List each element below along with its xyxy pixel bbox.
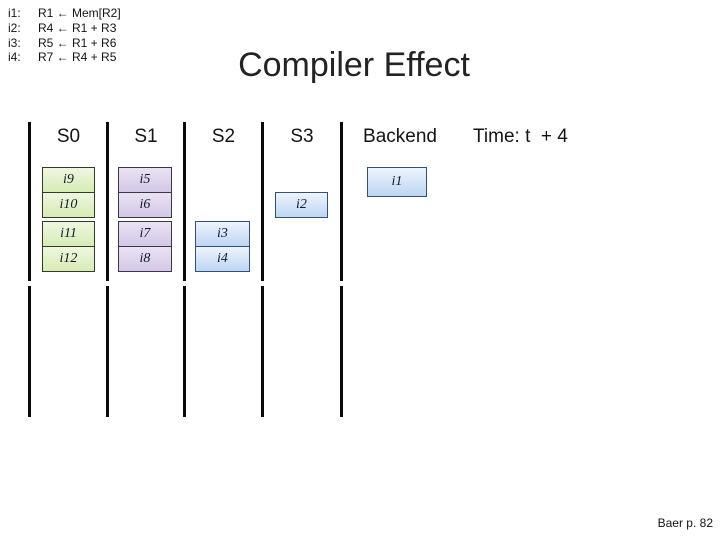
code-line-text: R4 ← R1 + R3 bbox=[38, 20, 117, 35]
instruction-box-i1: i1 bbox=[367, 167, 427, 197]
instruction-box-i11: i11 bbox=[42, 221, 95, 247]
page-reference: Baer p. 82 bbox=[657, 516, 713, 530]
code-line-text: R7 ← R4 + R5 bbox=[38, 50, 117, 65]
instruction-box-i5: i5 bbox=[118, 167, 172, 193]
instruction-box-i12: i12 bbox=[42, 246, 95, 272]
code-line-text: R1 ← Mem[R2] bbox=[38, 6, 121, 20]
code-line-label: i3: bbox=[8, 35, 21, 50]
stage-divider-0-upper bbox=[28, 122, 31, 281]
instruction-box-i6: i6 bbox=[118, 192, 172, 218]
stage-header-s0: S0 bbox=[56, 126, 81, 147]
code-line-2: i2: R4 ← R1 + R3 bbox=[8, 21, 121, 36]
instruction-box-i9: i9 bbox=[42, 167, 95, 193]
time-header: Time: t + 4 bbox=[473, 126, 568, 147]
stage-divider-3-upper bbox=[261, 122, 264, 281]
stage-divider-3-lower bbox=[261, 286, 264, 417]
code-line-4: i4: R7 ← R4 + R5 bbox=[8, 50, 121, 65]
code-line-text: R5 ← R1 + R6 bbox=[38, 35, 117, 50]
instruction-box-i10: i10 bbox=[42, 192, 95, 218]
instruction-box-i3: i3 bbox=[195, 221, 250, 247]
code-line-label: i4: bbox=[8, 50, 21, 65]
stage-header-s3: S3 bbox=[290, 126, 314, 147]
code-line-label: i1: bbox=[8, 6, 21, 20]
stage-divider-4-lower bbox=[340, 286, 343, 417]
instruction-box-i4: i4 bbox=[195, 246, 250, 272]
stage-divider-1-upper bbox=[106, 122, 109, 281]
stage-header-s2: S2 bbox=[211, 126, 236, 147]
stage-header-s1: S1 bbox=[134, 126, 158, 147]
code-line-label: i2: bbox=[8, 20, 21, 35]
stage-divider-2-upper bbox=[183, 122, 186, 281]
code-line-1: i1: R1 ← Mem[R2] bbox=[8, 6, 121, 21]
instruction-box-i2: i2 bbox=[275, 192, 328, 218]
slide-title: Compiler Effect bbox=[238, 46, 470, 84]
instruction-box-i7: i7 bbox=[118, 221, 172, 247]
code-line-3: i3: R5 ← R1 + R6 bbox=[8, 36, 121, 51]
backend-header: Backend bbox=[363, 126, 437, 147]
instruction-box-i8: i8 bbox=[118, 246, 172, 272]
stage-divider-1-lower bbox=[106, 286, 109, 417]
instruction-listing: i1: R1 ← Mem[R2] i2: R4 ← R1 + R3 i3: R5 ← R1… bbox=[8, 6, 121, 65]
stage-divider-0-lower bbox=[28, 286, 31, 417]
stage-divider-2-lower bbox=[183, 286, 186, 417]
stage-divider-4-upper bbox=[340, 122, 343, 281]
